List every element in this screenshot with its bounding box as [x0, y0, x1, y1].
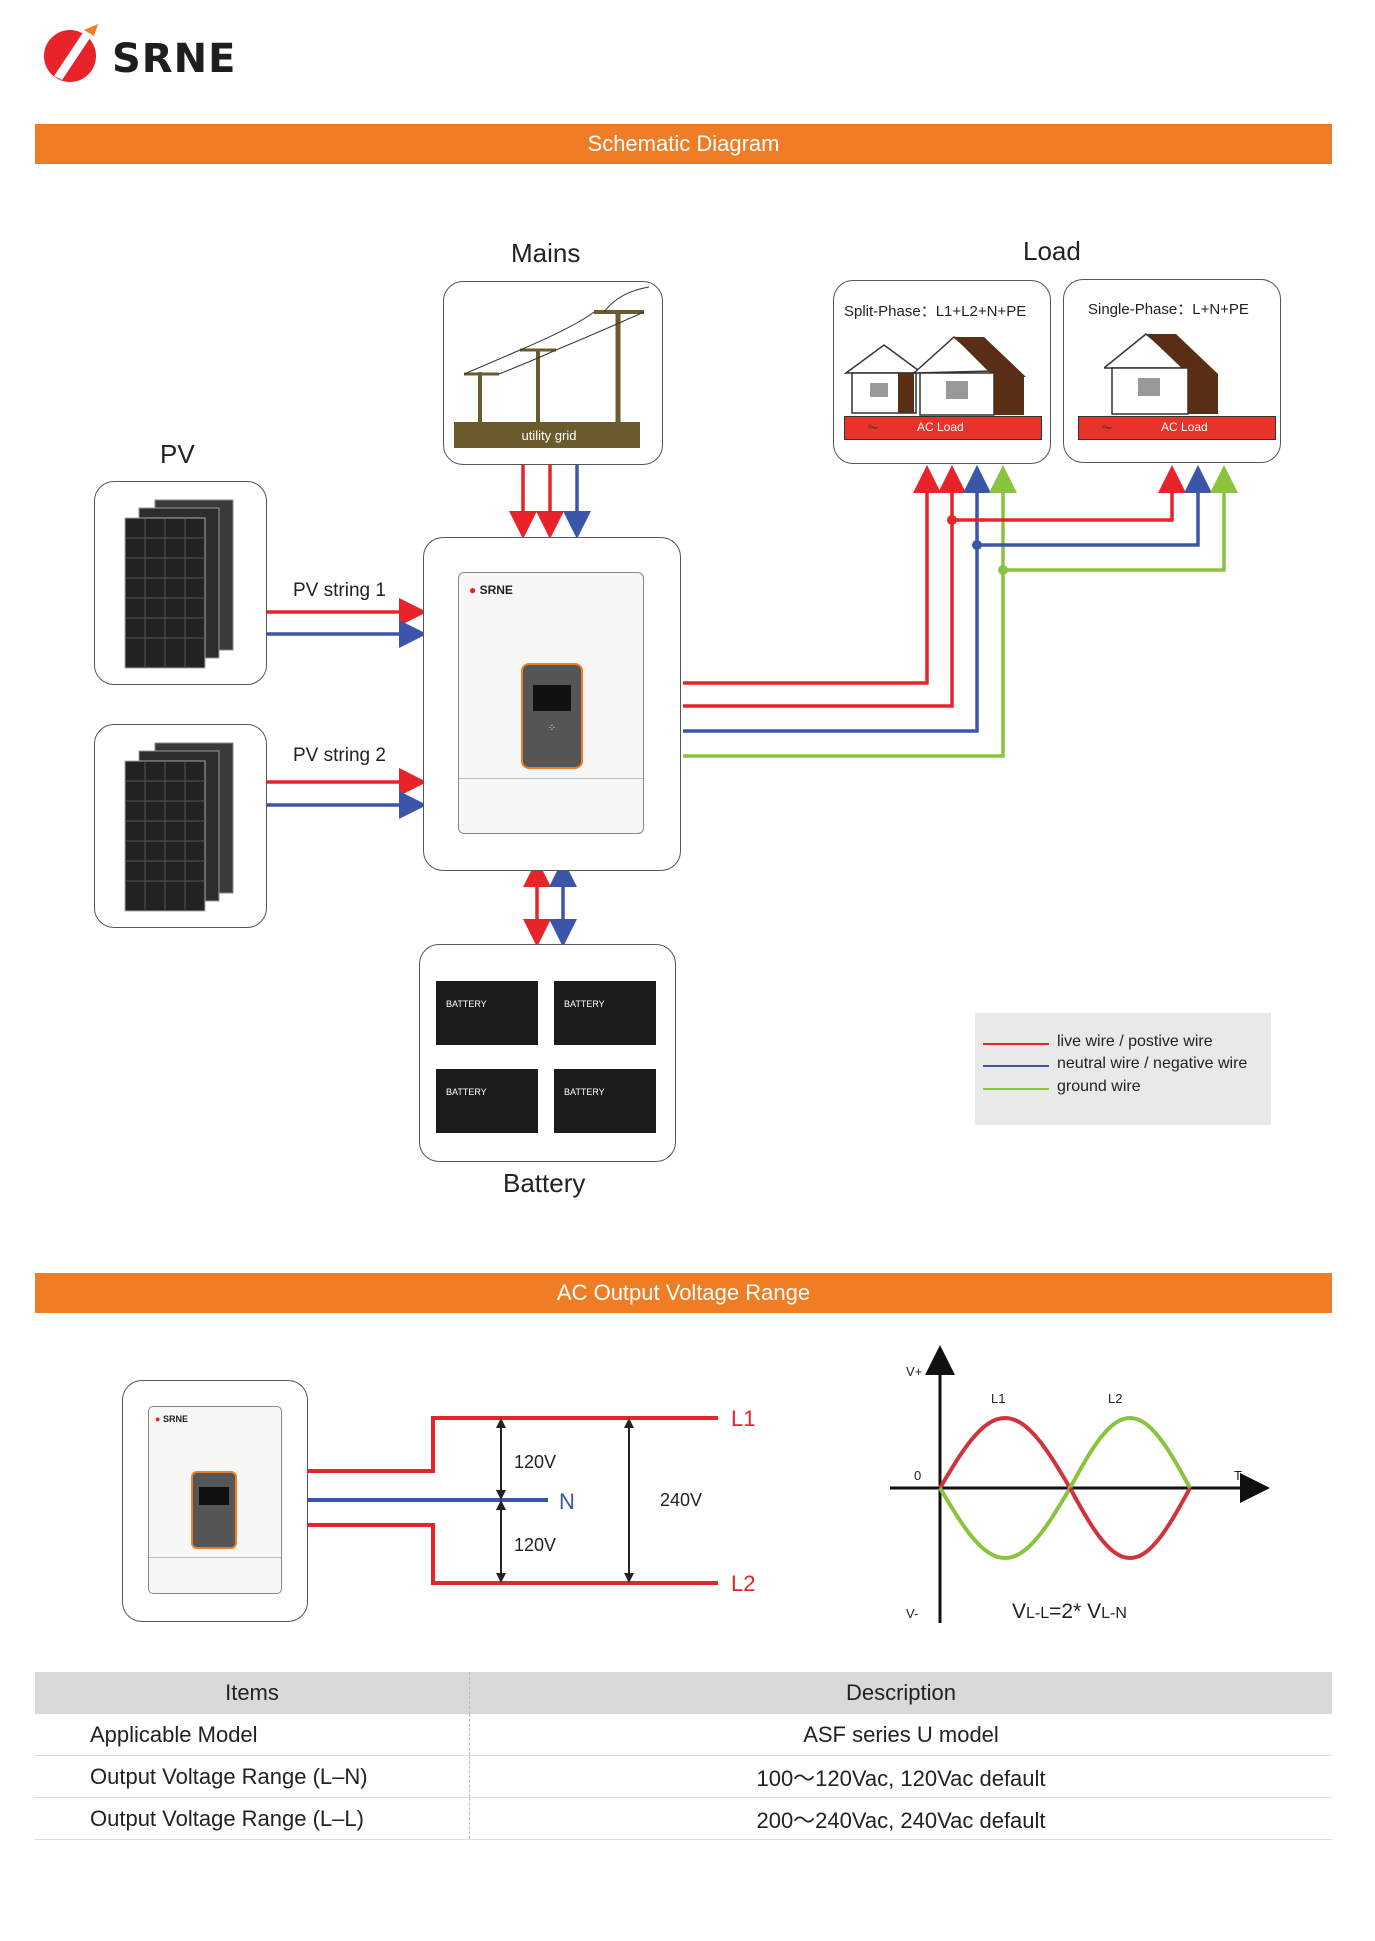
solar-panel-icon: [124, 499, 234, 669]
inverter-display-panel: ⁘: [521, 663, 583, 769]
table-row: Applicable Model ASF series U model: [35, 1714, 1332, 1756]
voltage-240: 240V: [660, 1490, 703, 1510]
inverter-small-box: ● SRNE: [122, 1380, 308, 1622]
table-cell: Output Voltage Range (L–N): [35, 1755, 470, 1798]
solar-panel-icon: [124, 742, 234, 912]
battery-unit: BATTERY: [436, 981, 538, 1045]
wave-l1-label: L1: [991, 1391, 1006, 1406]
split-phase-load-box: Split-Phase：L1+L2+N+PE ⏦ AC Load: [833, 280, 1051, 464]
table-row: Output Voltage Range (L–L) 200～240Vac, 2…: [35, 1797, 1332, 1840]
utility-grid-label: utility grid: [521, 428, 577, 443]
inverter-small-logo: ● SRNE: [155, 1414, 188, 1424]
wave-l2-label: L2: [1108, 1391, 1123, 1406]
table-header-items: Items: [35, 1672, 470, 1714]
table-row: Output Voltage Range (L–N) 100～120Vac, 1…: [35, 1755, 1332, 1798]
schematic-section-title: Schematic Diagram: [35, 124, 1332, 164]
voltage-120-top: 120V: [514, 1452, 557, 1472]
table-cell: Output Voltage Range (L–L): [35, 1797, 470, 1840]
pv-string-1-label: PV string 1: [293, 580, 386, 601]
logo-text: SRNE: [112, 36, 237, 82]
table-header-row: Items Description: [35, 1672, 1332, 1714]
load-label: Load: [1023, 236, 1081, 266]
ac-symbol-icon: ⏦: [1101, 418, 1113, 434]
ac-symbol-icon: ⏦: [867, 418, 879, 434]
battery-unit: BATTERY: [554, 1069, 656, 1133]
v-plus-label: V+: [906, 1364, 923, 1379]
ac-load-label: AC Load: [1161, 420, 1208, 434]
table-cell: Applicable Model: [35, 1714, 470, 1756]
houses-icon: [844, 336, 1026, 416]
voltage-formula: VL-L=2* VL-N: [1012, 1600, 1127, 1623]
single-ac-load-bar: ⏦ AC Load: [1078, 416, 1276, 440]
l1-label: L1: [731, 1406, 756, 1431]
house-icon: [1104, 333, 1218, 415]
l2-label: L2: [731, 1571, 756, 1596]
inverter-small-display: [191, 1471, 237, 1549]
t-axis-label: T: [1234, 1468, 1242, 1483]
split-ac-load-bar: ⏦ AC Load: [844, 416, 1042, 440]
ac-output-section-title: AC Output Voltage Range: [35, 1273, 1332, 1313]
mains-label: Mains: [511, 238, 581, 268]
pv-string-2-label: PV string 2: [293, 745, 386, 766]
single-phase-load-box: Single-Phase：L+N+PE ⏦ AC Load: [1063, 279, 1281, 463]
v-minus-label: V-: [906, 1606, 919, 1621]
battery-unit: BATTERY: [436, 1069, 538, 1133]
pv-label: PV: [160, 439, 195, 469]
table-header-description: Description: [469, 1672, 1332, 1714]
inverter-screen: [533, 685, 571, 711]
ac-load-label: AC Load: [917, 420, 964, 434]
battery-box: BATTERY BATTERY BATTERY BATTERY: [419, 944, 676, 1162]
voltage-120-bottom: 120V: [514, 1535, 557, 1555]
inverter-box: ● SRNE ⁘: [423, 537, 681, 871]
inverter-buttons-icon: ⁘: [547, 723, 557, 734]
table-cell: 100～120Vac, 120Vac default: [469, 1755, 1332, 1798]
inverter-logo: ● SRNE: [469, 583, 513, 597]
zero-label: 0: [914, 1468, 922, 1483]
inverter-body: ● SRNE ⁘: [458, 572, 644, 834]
mains-box: utility grid: [443, 281, 663, 465]
pv-panel-box-1: [94, 481, 267, 685]
logo-mark-icon: [44, 24, 98, 82]
split-phase-label: Split-Phase：L1+L2+N+PE: [844, 303, 1027, 320]
single-phase-label: Single-Phase：L+N+PE: [1088, 301, 1249, 318]
table-cell: 200～240Vac, 240Vac default: [469, 1797, 1332, 1840]
table-cell: ASF series U model: [469, 1714, 1332, 1756]
power-pole-icon: [454, 286, 650, 448]
sine-wave-graph: [890, 1345, 1270, 1623]
inverter-small-body: ● SRNE: [148, 1406, 282, 1594]
wire-legend: live wire / postive wire neutral wire / …: [975, 1013, 1271, 1125]
voltage-spec-table: Items Description Applicable Model ASF s…: [35, 1672, 1332, 1840]
pv-panel-box-2: [94, 724, 267, 928]
battery-label: Battery: [503, 1168, 586, 1198]
battery-unit: BATTERY: [554, 981, 656, 1045]
n-label: N: [559, 1489, 575, 1514]
